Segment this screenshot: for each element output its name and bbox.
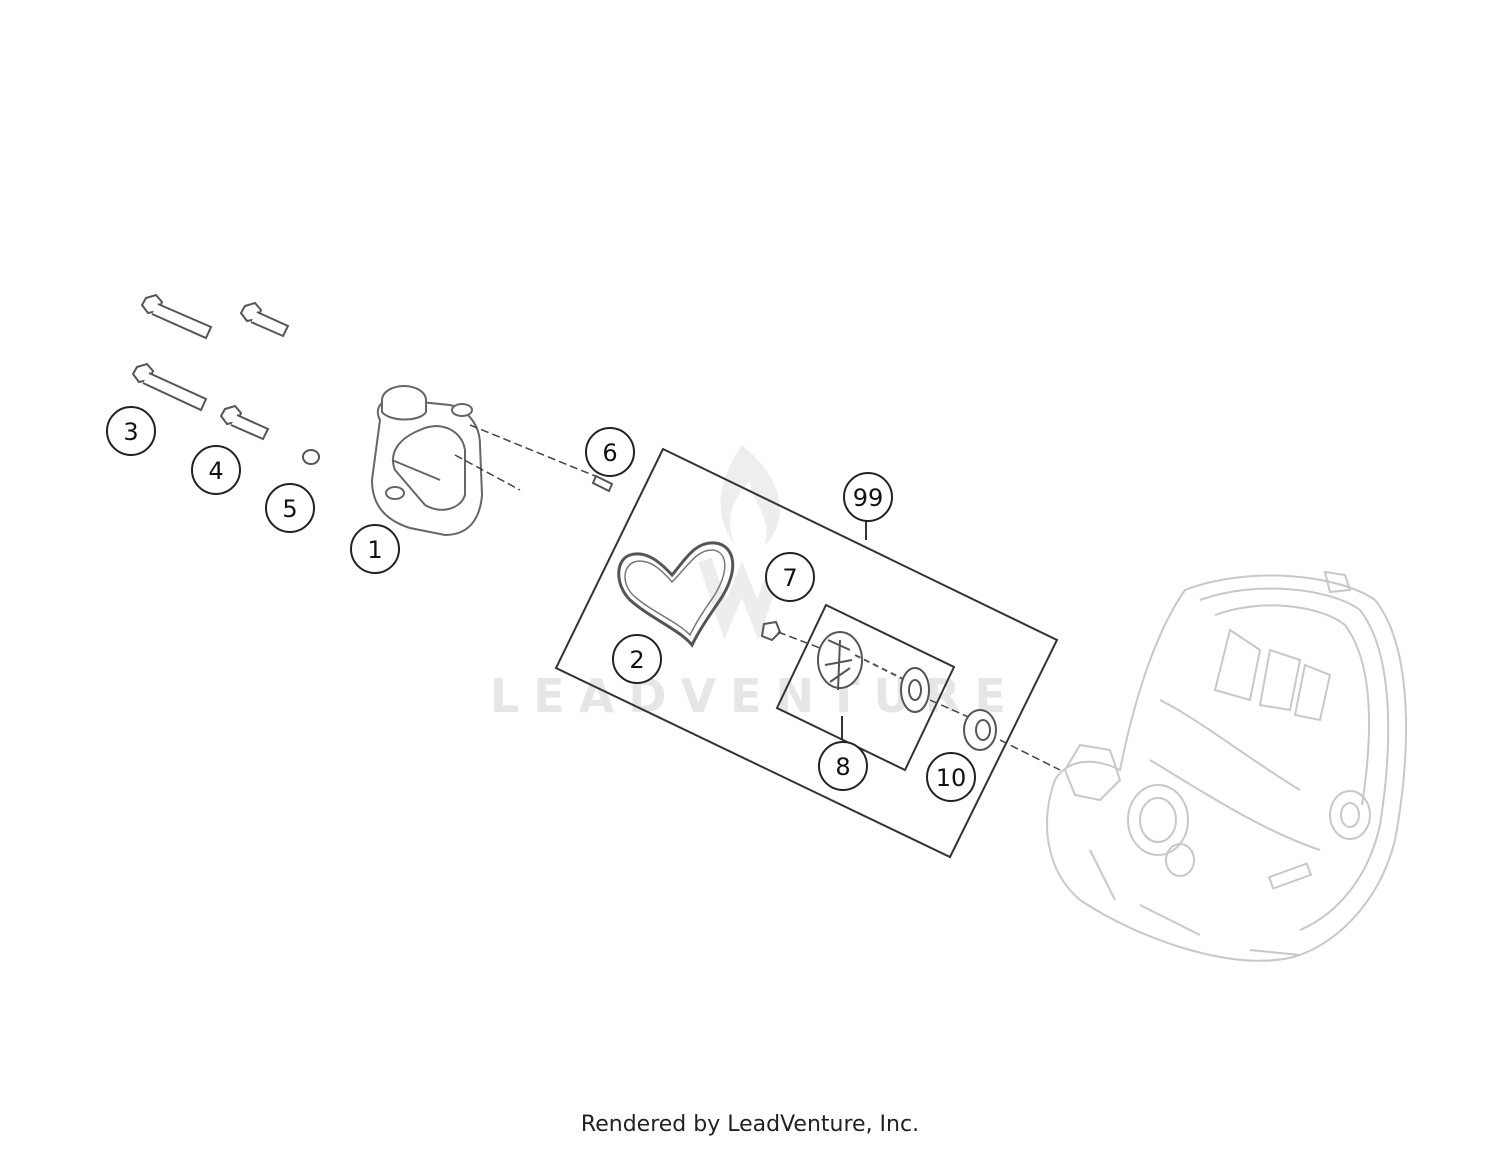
clutch-cover-part bbox=[1046, 570, 1408, 962]
callout-1: 1 bbox=[350, 524, 400, 574]
callout-2: 2 bbox=[612, 634, 662, 684]
assembly-axis-line bbox=[777, 631, 821, 649]
shaft-seal-ring-part bbox=[963, 709, 997, 751]
watermark-flame-logo bbox=[720, 445, 781, 545]
callout-4: 4 bbox=[191, 445, 241, 495]
dowel-pin-part bbox=[591, 474, 614, 493]
svg-text:5: 5 bbox=[282, 495, 297, 523]
callout-8: 8 bbox=[818, 741, 868, 791]
bolt-long-upper bbox=[140, 293, 213, 340]
impeller-part bbox=[817, 631, 906, 691]
svg-text:4: 4 bbox=[208, 457, 223, 485]
impeller-nut-part bbox=[760, 620, 782, 642]
svg-text:99: 99 bbox=[853, 484, 884, 512]
assembly-axis-line bbox=[469, 424, 596, 477]
bolt-short-upper bbox=[239, 301, 290, 338]
water-pump-cover bbox=[370, 385, 484, 537]
svg-text:1: 1 bbox=[367, 536, 382, 564]
washer-part bbox=[302, 449, 320, 465]
svg-text:6: 6 bbox=[602, 439, 617, 467]
svg-text:2: 2 bbox=[629, 646, 644, 674]
callout-10: 10 bbox=[926, 752, 976, 802]
assembly-axis-line bbox=[454, 454, 521, 491]
callout-7: 7 bbox=[765, 552, 815, 602]
footer-credit: Rendered by LeadVenture, Inc. bbox=[580, 1112, 920, 1137]
pump-gasket-inner-edge bbox=[624, 549, 726, 637]
svg-text:3: 3 bbox=[123, 418, 138, 446]
svg-text:10: 10 bbox=[936, 764, 967, 792]
pump-gasket-part bbox=[617, 541, 735, 648]
svg-text:7: 7 bbox=[782, 564, 797, 592]
callout-99: 99 bbox=[843, 472, 893, 522]
bolt-long-lower bbox=[131, 362, 208, 412]
callout-3: 3 bbox=[106, 406, 156, 456]
kit-frame bbox=[554, 447, 1059, 859]
shaft-seal-disc-part bbox=[900, 667, 930, 713]
impeller-subframe bbox=[775, 603, 956, 772]
svg-text:8: 8 bbox=[835, 753, 850, 781]
assembly-axis-line bbox=[999, 739, 1061, 771]
callout-5: 5 bbox=[265, 483, 315, 533]
bolt-short-lower bbox=[219, 404, 270, 441]
callout-6: 6 bbox=[585, 427, 635, 477]
